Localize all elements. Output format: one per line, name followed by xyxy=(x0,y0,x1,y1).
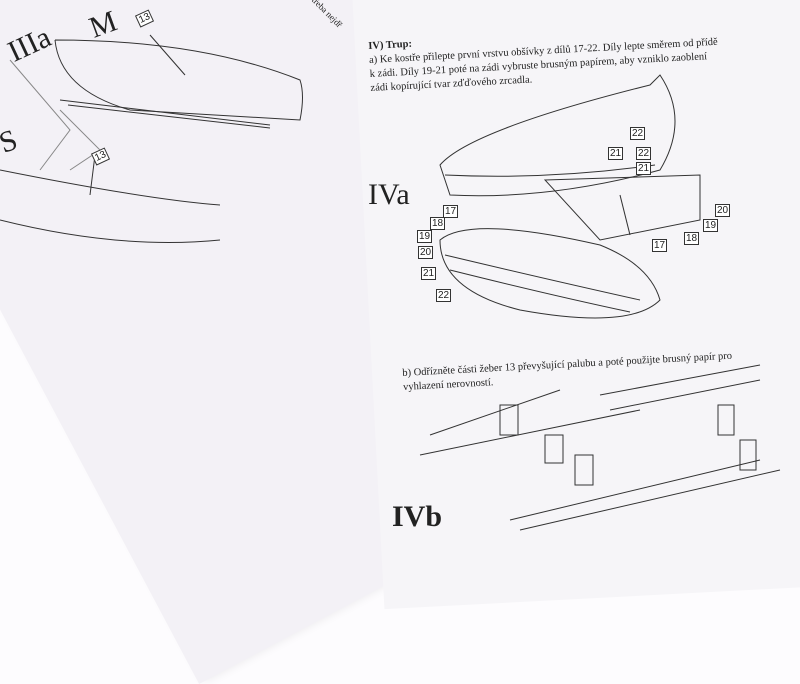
part-label: 20 xyxy=(715,204,731,217)
part-label: 18 xyxy=(684,232,700,245)
part-label: 21 xyxy=(636,162,652,175)
part-label: 22 xyxy=(436,289,452,302)
figure-label-ivb: IVb xyxy=(392,500,443,533)
part-label: 21 xyxy=(608,147,624,160)
figure-label-iva: IVa xyxy=(368,178,410,211)
part-label: 19 xyxy=(417,230,433,243)
part-label: 18 xyxy=(430,217,446,230)
part-label: 21 xyxy=(421,267,437,280)
part-label: 17 xyxy=(652,239,668,252)
part-label: 22 xyxy=(636,147,652,160)
part-label: 20 xyxy=(418,246,434,259)
left-page-drawings xyxy=(0,34,303,243)
part-label: 22 xyxy=(630,127,646,140)
part-label: 19 xyxy=(703,219,719,232)
hull-drawings xyxy=(419,74,781,531)
part-label: 17 xyxy=(443,205,459,218)
